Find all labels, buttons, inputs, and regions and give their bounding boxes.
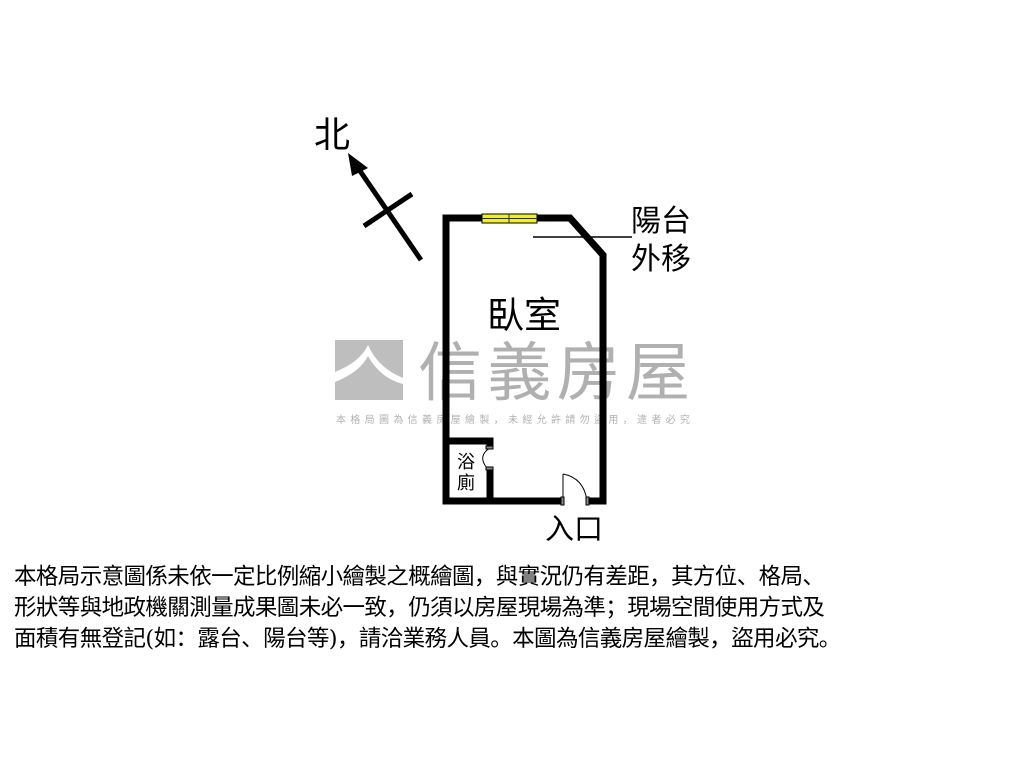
entrance-label: 入口 [545, 512, 603, 546]
bathroom-door [482, 445, 494, 471]
disclaimer: 本格局示意圖係未依一定比例縮小繪製之概繪圖，與實況仍有差距，其方位、格局、 形狀… [14, 562, 1014, 655]
disclaimer-line: 面積有無登記(如：露台、陽台等)，請洽業務人員。本圖為信義房屋繪製，盜用必究。 [14, 626, 841, 652]
entrance-door [560, 473, 590, 506]
brand-logo-icon [335, 340, 403, 400]
bathroom-label-1: 浴 [457, 452, 475, 473]
watermark-brand: 信義房屋 [418, 337, 690, 411]
balcony-note-line1: 陽台 [631, 204, 691, 239]
disclaimer-line: 本格局示意圖係未依一定比例縮小繪製之概繪圖，與實況仍有差距，其方位、格局、 [14, 564, 825, 590]
balcony-note-line2: 外移 [631, 242, 691, 277]
window [481, 213, 538, 224]
watermark-notice: 本格局圖為信義房屋繪製，未經允許請勿盜用，違者必究 [336, 413, 690, 426]
walls [442, 214, 607, 505]
bedroom-label: 臥室 [487, 294, 561, 337]
disclaimer-line: 形狀等與地政機關測量成果圖未必一致，仍須以房屋現場為準；現場空間使用方式及 [14, 595, 825, 621]
bathroom-label-2: 廁 [457, 472, 475, 494]
north-label: 北 [314, 115, 350, 156]
watermark: 信義房屋 本格局圖為信義房屋繪製，未經允許請勿盜用，違者必究 [335, 337, 690, 426]
north-arrow [348, 153, 424, 262]
